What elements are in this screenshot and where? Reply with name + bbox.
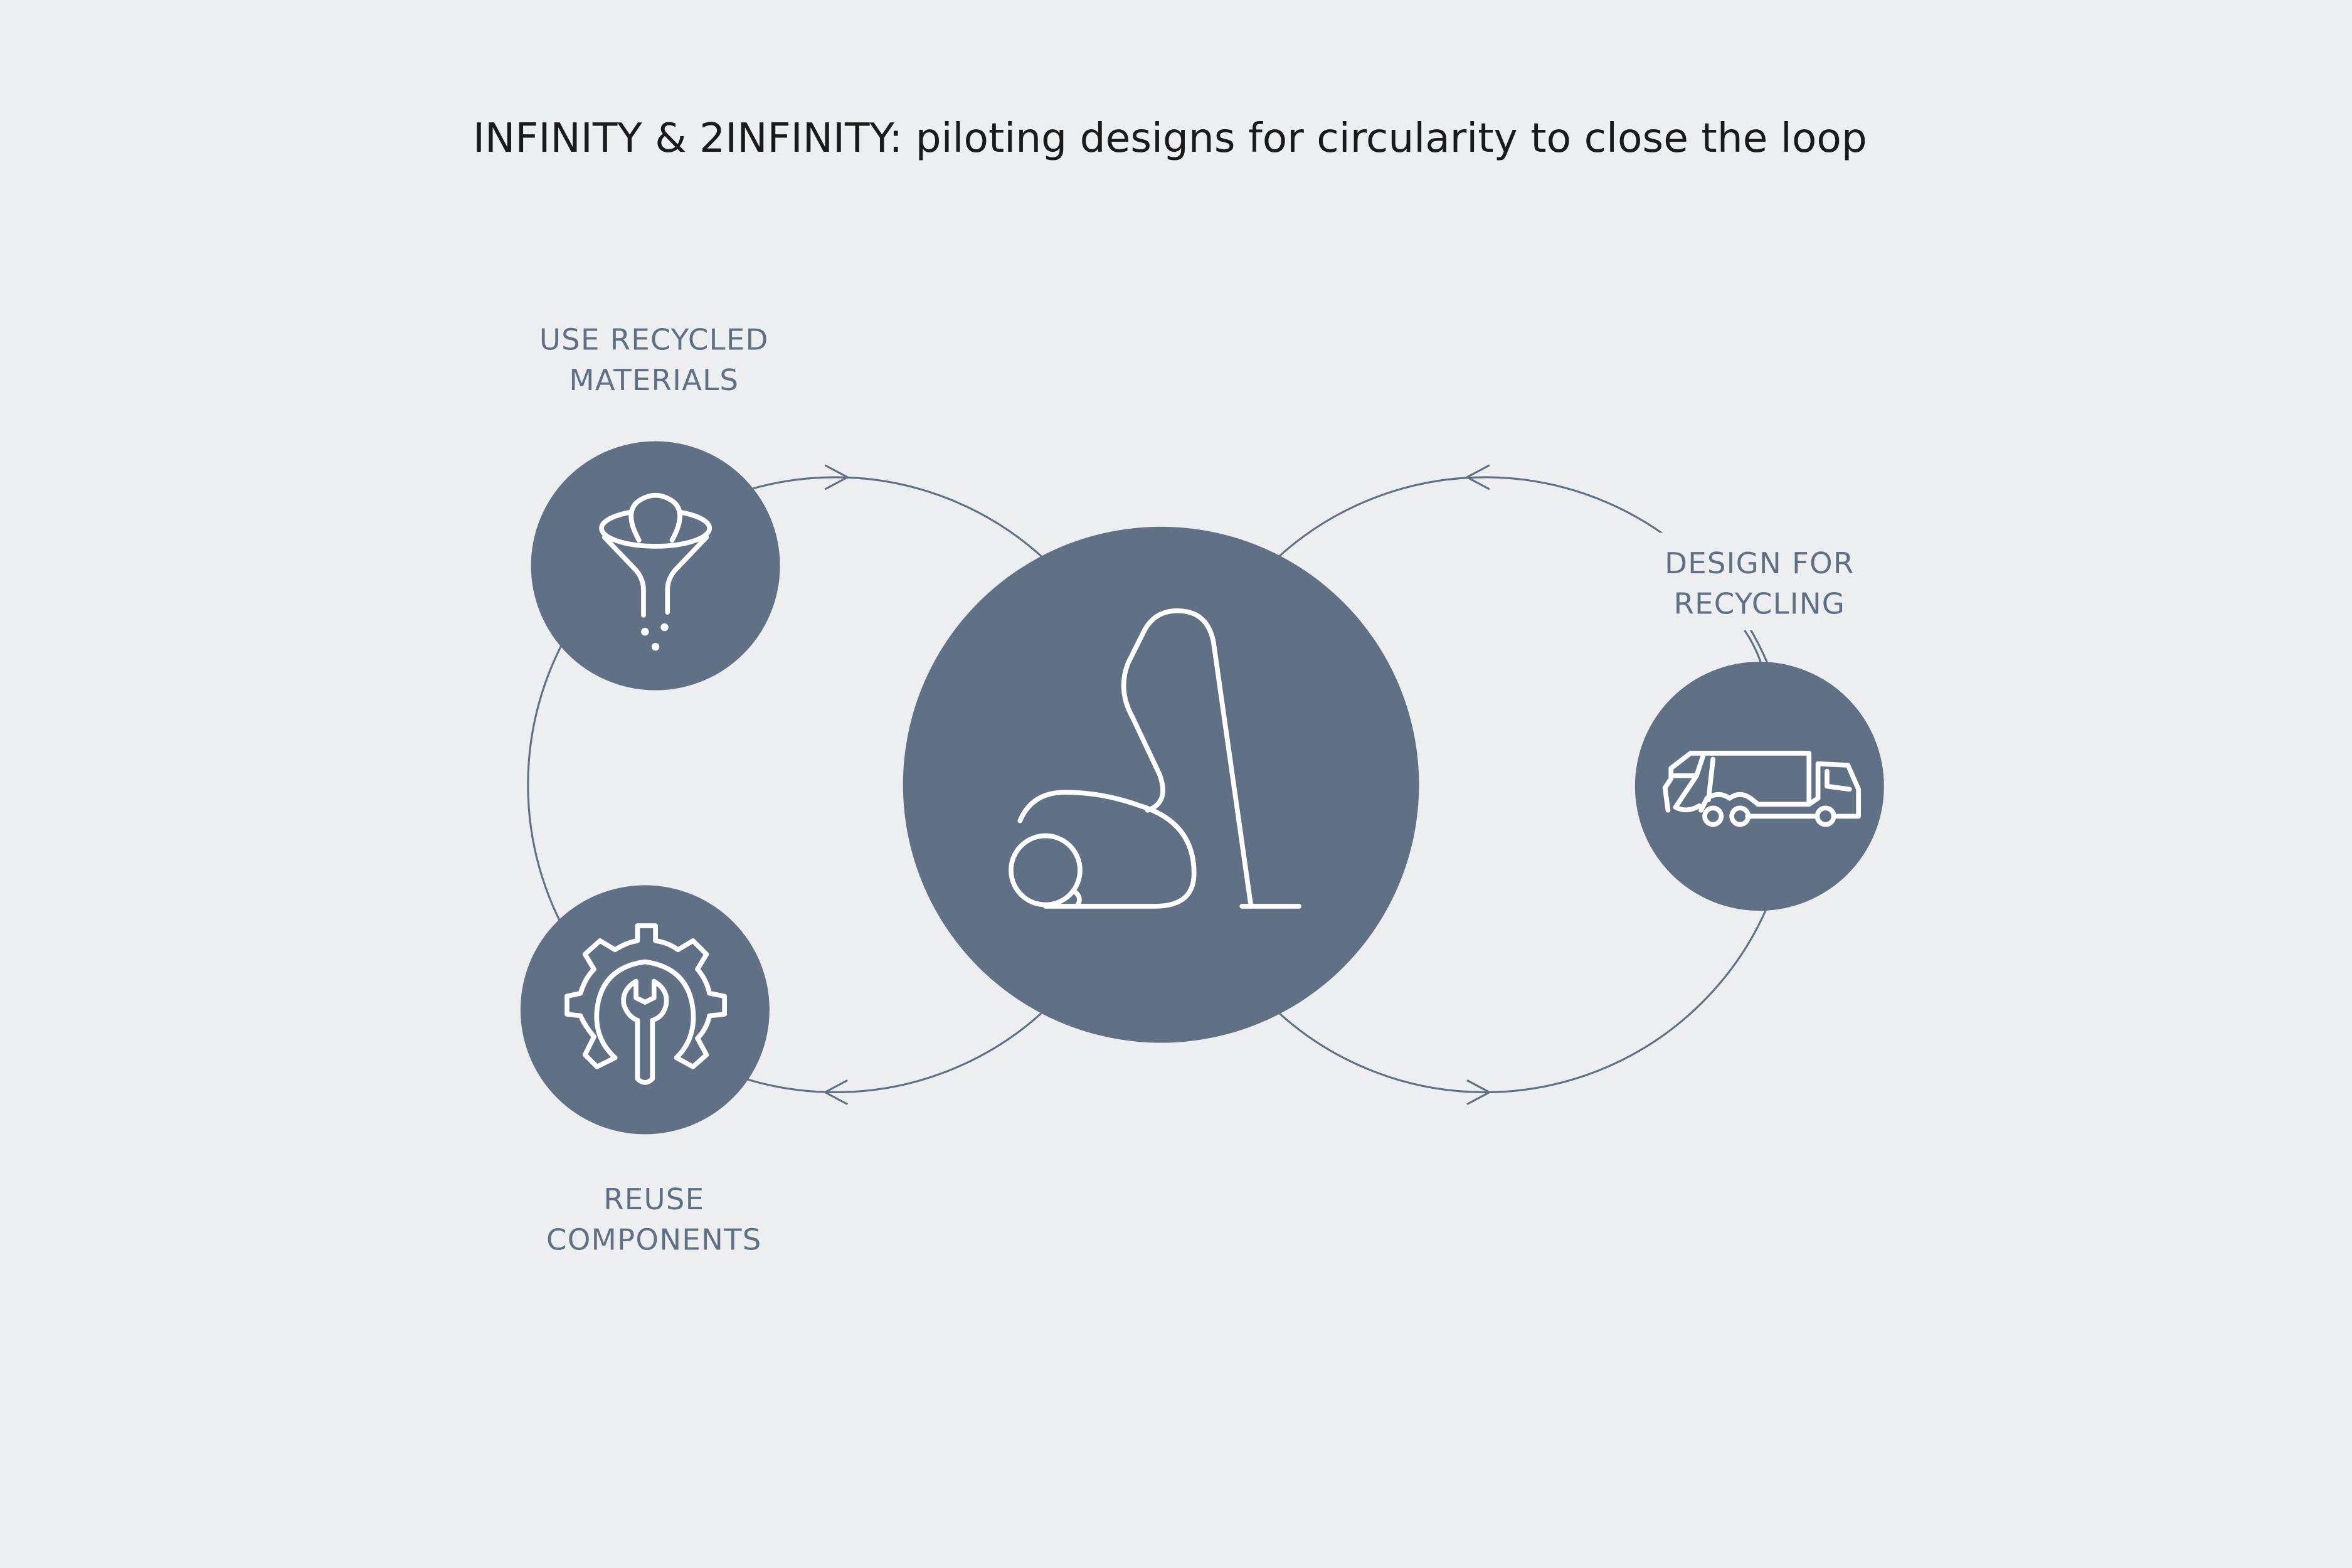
node-circle <box>531 441 780 691</box>
step-label-line: RECYCLING <box>1674 587 1846 621</box>
arrow-left-icon <box>1465 464 1490 490</box>
label-backdrop <box>1650 532 1868 630</box>
arrow-right-icon <box>824 464 850 490</box>
vacuum-cleaner-icon <box>1009 608 1301 909</box>
step-label-line: COMPONENTS <box>546 1223 762 1257</box>
step-label-line: REUSE <box>603 1182 704 1216</box>
step-design-for-recycling: DESIGN FOR RECYCLING <box>1634 546 1884 911</box>
step-reuse-components: REUSE COMPONENTS <box>520 885 770 1257</box>
step-label-line: USE RECYCLED <box>539 323 769 357</box>
arrow-left-icon <box>823 1079 848 1105</box>
funnel-icon <box>599 492 712 651</box>
arrow-right-icon <box>1466 1079 1492 1105</box>
step-label-line: MATERIALS <box>569 363 739 397</box>
step-use-recycled-materials: USE RECYCLED MATERIALS <box>531 323 780 691</box>
connector-line <box>1744 629 1762 664</box>
step-label-line: DESIGN FOR <box>1665 546 1854 580</box>
node-circle <box>1634 662 1884 911</box>
gear-wrench-icon <box>564 923 727 1085</box>
node-circle <box>520 885 770 1135</box>
diagram-title: INFINITY & 2INFINITY: piloting designs f… <box>473 115 1867 162</box>
truck-icon <box>1662 751 1861 827</box>
